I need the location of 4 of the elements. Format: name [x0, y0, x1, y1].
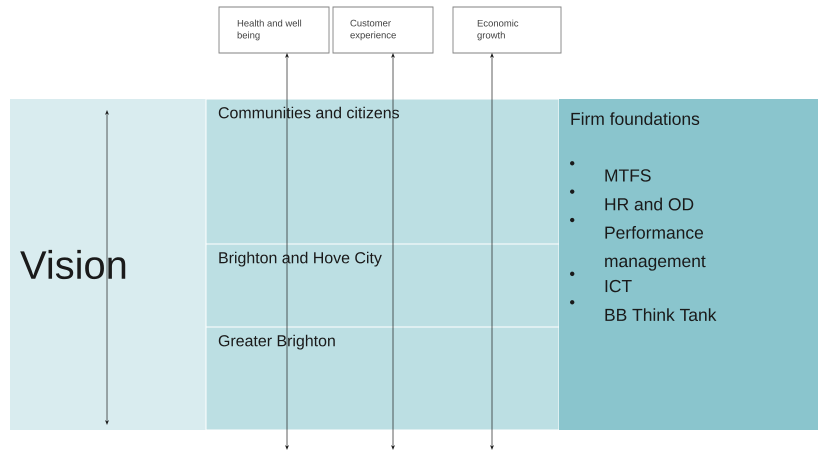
foundations-panel: Firm foundations MTFS HR and OD Performance management ICT BB Think Tank: [559, 99, 818, 430]
category-box: Health and well being: [218, 6, 330, 54]
category-box: Customer experience: [332, 6, 434, 54]
category-box: Economic growth: [452, 6, 562, 54]
